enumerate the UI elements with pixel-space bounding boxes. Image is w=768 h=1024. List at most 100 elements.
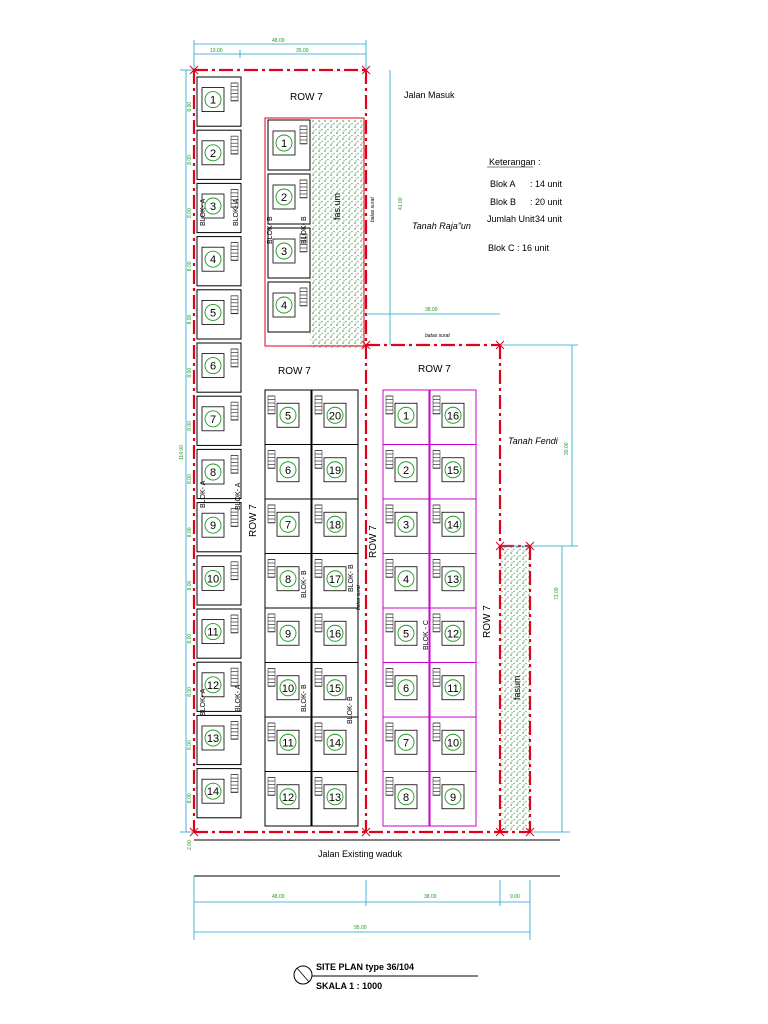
site-boundary: [192, 68, 532, 834]
unit-blok-b-upper-2: 2: [267, 173, 311, 225]
unit-blok-c-3: 3: [382, 498, 430, 554]
keterangan-blok-b-value: : 20 unit: [530, 197, 563, 207]
unit-number: 8: [403, 792, 409, 804]
unit-blok-b-10: 10: [264, 662, 312, 718]
unit-number: 4: [281, 300, 287, 312]
blok-b-upper-outline: [264, 117, 365, 347]
unit-number: 10: [447, 737, 459, 749]
unit-blok-c-16: 16: [429, 389, 477, 445]
dim-left-module: 8.00: [187, 740, 193, 750]
batas-surat-label-3: batas surat: [356, 585, 362, 610]
batas-surat-label-2: batas surat: [425, 333, 450, 339]
unit-number: 14: [329, 737, 341, 749]
unit-number: 7: [210, 414, 216, 426]
blok-b-label-right-mid: BLOK- B: [348, 564, 355, 592]
unit-number: 12: [207, 680, 219, 692]
unit-blok-b-11: 11: [264, 716, 312, 772]
unit-blok-a-11: 11: [196, 608, 242, 659]
unit-blok-b-19: 19: [311, 444, 359, 500]
dim-left-total: 114.00: [179, 445, 185, 460]
fasum-label-lower: fasum: [512, 675, 522, 700]
unit-number: 4: [403, 574, 409, 586]
unit-blok-c-15: 15: [429, 444, 477, 500]
dim-left-module: 8.00: [187, 474, 193, 484]
unit-number: 2: [210, 148, 216, 160]
unit-blok-b-14: 14: [311, 716, 359, 772]
blok-b-label-upper-2: BLOK- B: [301, 216, 308, 244]
blok-a-label-3: BLOK- A: [200, 688, 207, 716]
boundary-corner-marker: [189, 65, 199, 75]
dim-top-total: 48.00: [272, 38, 285, 44]
unit-number: 3: [210, 201, 216, 213]
boundary-corner-marker: [525, 541, 535, 551]
dim-left-module: 8.00: [187, 687, 193, 697]
unit-number: 9: [210, 520, 216, 532]
blok-b-label-mid: BLOK- B: [301, 570, 308, 598]
blok-a-label-4: BLOK- A: [233, 198, 240, 226]
dim-mid-width: 38.00: [425, 307, 438, 313]
tanah-raja-label: Tanah Raja"un: [412, 221, 471, 231]
unit-blok-b-17: 17: [311, 553, 359, 609]
unit-blok-c-13: 13: [429, 553, 477, 609]
boundary-corner-marker: [495, 340, 505, 350]
unit-blok-b-upper-1: 1: [267, 119, 311, 171]
unit-number: 11: [282, 737, 293, 749]
unit-blok-b-9: 9: [264, 607, 312, 663]
row-label-vertical-2: ROW 7: [368, 525, 379, 558]
keterangan-blok-a-label: Blok A: [490, 179, 516, 189]
dim-top-left: 13.00: [210, 48, 223, 54]
unit-number: 7: [285, 519, 291, 531]
unit-number: 1: [210, 95, 216, 107]
unit-blok-a-12: 12: [196, 661, 242, 712]
dim-left-module: 8.00: [187, 261, 193, 271]
keterangan-blok-b-label: Blok B: [490, 197, 516, 207]
unit-blok-b-5: 5: [264, 389, 312, 445]
unit-number: 19: [329, 465, 341, 477]
dim-top-right: 35.00: [296, 48, 309, 54]
unit-number: 1: [403, 410, 409, 422]
blok-c-label: BLOK - C: [423, 620, 430, 650]
jalan-existing-label: Jalan Existing waduk: [318, 849, 403, 859]
unit-number: 6: [285, 465, 291, 477]
dim-right-lower: 73.00: [554, 587, 560, 600]
unit-number: 5: [210, 307, 216, 319]
batas-surat-label-1: batas surat: [370, 197, 376, 222]
unit-blok-c-11: 11: [429, 662, 477, 718]
keterangan-title: Keterangan :: [489, 157, 541, 167]
unit-blok-a-4: 4: [196, 236, 242, 287]
fasum-area-lower: [500, 546, 530, 832]
unit-blok-a-1: 1: [196, 76, 242, 127]
row-label-vertical-1: ROW 7: [248, 504, 259, 537]
blok-a-label-6: BLOK- A: [235, 684, 242, 712]
unit-number: 20: [329, 410, 341, 422]
unit-blok-a-10: 10: [196, 555, 242, 606]
unit-number: 14: [447, 519, 459, 531]
unit-number: 2: [281, 192, 287, 204]
keterangan-blok-c: Blok C : 16 unit: [488, 243, 550, 253]
dim-bottom-b: 38.00: [424, 894, 437, 900]
dim-right-upper: 41.00: [398, 197, 404, 210]
unit-number: 9: [285, 628, 291, 640]
keterangan-blok-a-value: : 14 unit: [530, 179, 563, 189]
fasum-label-upper: fas.um: [332, 193, 342, 220]
dim-left-module: 8.00: [187, 580, 193, 590]
row-label-mid-right: ROW 7: [418, 364, 451, 375]
unit-number: 5: [403, 628, 409, 640]
dim-left-module: 8.00: [187, 314, 193, 324]
left-module-dimensions: 8.008.008.008.008.008.008.008.008.008.00…: [187, 102, 193, 804]
unit-blok-b-upper-3: 3: [267, 227, 311, 279]
dim-bottom-c: 9.00: [510, 894, 520, 900]
unit-blok-c-1: 1: [382, 389, 430, 445]
unit-number: 6: [210, 361, 216, 373]
unit-number: 15: [447, 465, 459, 477]
dim-left-module: 8.00: [187, 634, 193, 644]
dim-left-module: 8.00: [187, 527, 193, 537]
unit-blok-b-8: 8: [264, 553, 312, 609]
boundary-corner-marker: [361, 65, 371, 75]
unit-blok-b-6: 6: [264, 444, 312, 500]
fasum-area-upper: [310, 120, 364, 348]
unit-blok-c-14: 14: [429, 498, 477, 554]
unit-blok-a-5: 5: [196, 289, 242, 340]
unit-number: 12: [282, 792, 294, 804]
